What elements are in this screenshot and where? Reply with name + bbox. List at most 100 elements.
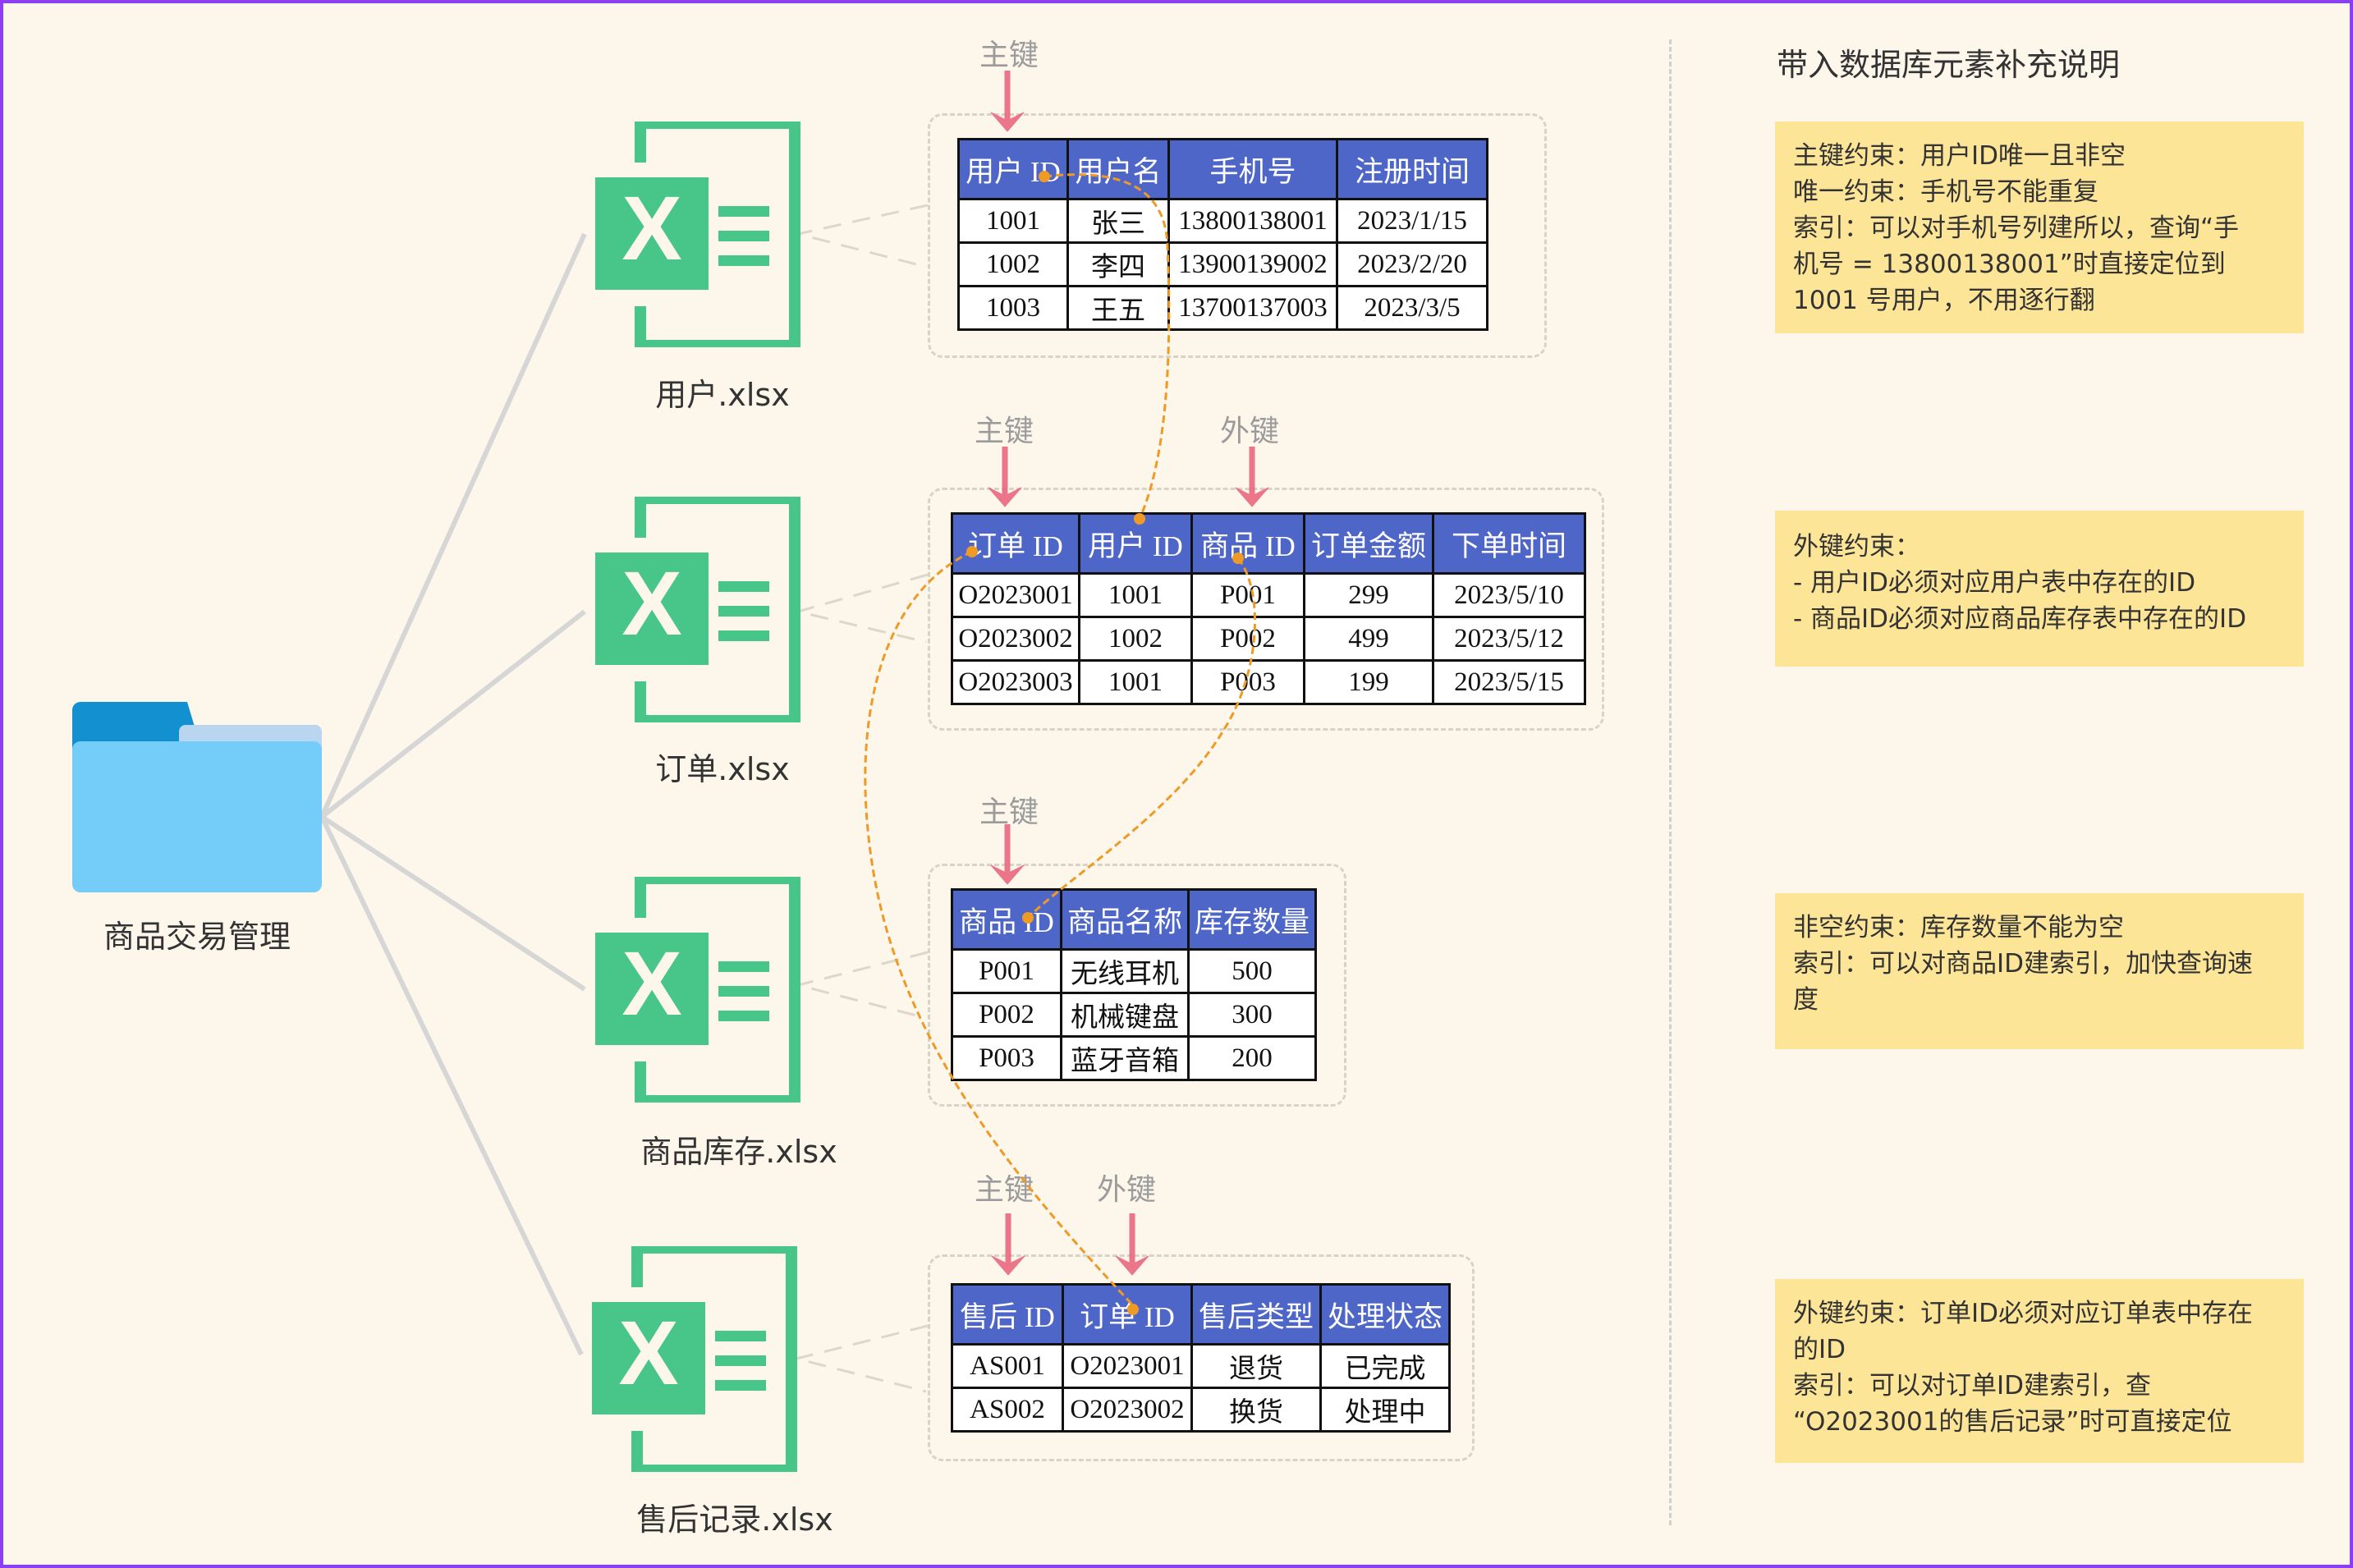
- callout-users: [797, 204, 929, 268]
- folder-label: 商品交易管理: [103, 919, 291, 955]
- primary-key-label: 主键: [975, 1173, 1034, 1207]
- column-header: 用户名: [1066, 138, 1170, 200]
- table-cell: 200: [1187, 1035, 1318, 1081]
- folder-icon[interactable]: [72, 702, 322, 892]
- excel-file-icon[interactable]: X: [592, 1242, 797, 1476]
- column-header: 商品 ID: [951, 888, 1062, 951]
- column-header: 售后类型: [1190, 1283, 1322, 1346]
- table-cell: O2023002: [1062, 1387, 1193, 1433]
- note-line: - 商品ID必须对应商品库存表中存在的ID: [1793, 604, 2247, 634]
- table-cell: P002: [1190, 616, 1305, 662]
- note-line: 外键约束：订单ID必须对应订单表中存在: [1793, 1299, 2254, 1328]
- note-line: 索引：可以对订单ID建索引，查: [1793, 1371, 2152, 1401]
- column-header: 库存数量: [1187, 888, 1318, 951]
- table-cell: 199: [1303, 659, 1434, 705]
- table-cell: 2023/2/20: [1336, 241, 1488, 287]
- foreign-key-label: 外键: [1220, 415, 1280, 448]
- svg-text:X: X: [618, 1303, 678, 1404]
- excel-file-icon[interactable]: X: [595, 117, 800, 351]
- column-header: 订单金额: [1303, 512, 1434, 575]
- table-cell: 1001: [1078, 659, 1193, 705]
- table-header-row: 用户 ID 用户名 手机号 注册时间: [957, 138, 1488, 200]
- table-cell: 300: [1187, 992, 1318, 1038]
- excel-file-icon[interactable]: X: [595, 873, 800, 1107]
- table-cell: P002: [951, 992, 1062, 1038]
- table-cell: 1001: [957, 198, 1069, 244]
- file-label-users: 用户.xlsx: [655, 377, 790, 413]
- table-cell: 已完成: [1319, 1343, 1451, 1389]
- note-line: - 用户ID必须对应用户表中存在的ID: [1793, 568, 2196, 598]
- file-label-products: 商品库存.xlsx: [640, 1134, 837, 1170]
- table-cell: 499: [1303, 616, 1434, 662]
- callout-orders: [793, 573, 929, 644]
- table-cell: 1001: [1078, 572, 1193, 618]
- branch-line-after-sales: [319, 815, 584, 1356]
- column-header: 下单时间: [1432, 512, 1586, 575]
- note-line: 度: [1793, 985, 1819, 1015]
- callout-products: [797, 951, 929, 1020]
- table-cell: O2023001: [951, 572, 1080, 618]
- note-line: 唯一约束：手机号不能重复: [1793, 177, 2098, 207]
- note-line: 主键约束：用户ID唯一且非空: [1793, 141, 2126, 171]
- table-cell: 1002: [957, 241, 1069, 287]
- table-cell: O2023001: [1062, 1343, 1193, 1389]
- svg-text:X: X: [622, 553, 681, 654]
- column-header: 处理状态: [1319, 1283, 1451, 1346]
- excel-file-icon[interactable]: X: [595, 493, 800, 727]
- table-container-users: [928, 113, 1547, 358]
- table-cell: 2023/3/5: [1336, 285, 1488, 331]
- note-after-sales: 外键约束：订单ID必须对应订单表中存在 的ID 索引：可以对订单ID建索引，查 …: [1775, 1279, 2304, 1463]
- notes-title: 带入数据库元素补充说明: [1777, 47, 2121, 83]
- callout-after-sales: [796, 1324, 929, 1393]
- table-cell: 退货: [1190, 1343, 1322, 1389]
- column-header: 售后 ID: [951, 1283, 1064, 1346]
- table-cell: 1003: [957, 285, 1069, 331]
- file-label-after-sales: 售后记录.xlsx: [636, 1502, 833, 1538]
- primary-key-label: 主键: [979, 39, 1039, 72]
- table-cell: 蓝牙音箱: [1059, 1035, 1190, 1081]
- note-line: 非空约束：库存数量不能为空: [1793, 913, 2124, 942]
- note-line: 外键约束：: [1793, 532, 1920, 562]
- table-cell: 1002: [1078, 616, 1193, 662]
- table-cell: O2023003: [951, 659, 1080, 705]
- note-line: 索引：可以对手机号列建所以，查询“手: [1793, 213, 2240, 243]
- column-header: 订单 ID: [1062, 1283, 1193, 1346]
- table-cell: P001: [951, 948, 1062, 994]
- foreign-key-label: 外键: [1097, 1173, 1157, 1207]
- table-cell: 13800138001: [1167, 198, 1338, 244]
- column-header: 用户 ID: [957, 138, 1069, 200]
- note-line: 索引：可以对商品ID建索引，加快查询速: [1793, 949, 2254, 979]
- table-cell: O2023002: [951, 616, 1080, 662]
- note-line: 1001 号用户，不用逐行翻: [1793, 286, 2095, 315]
- column-header: 订单 ID: [951, 512, 1080, 575]
- table-cell: 李四: [1066, 241, 1170, 287]
- primary-key-label: 主键: [975, 415, 1034, 448]
- table-cell: 王五: [1066, 285, 1170, 331]
- table-cell: AS002: [951, 1387, 1064, 1433]
- table-cell: 无线耳机: [1059, 948, 1190, 994]
- note-line: 机号 = 13800138001”时直接定位到: [1793, 250, 2226, 279]
- table-cell: P003: [1190, 659, 1305, 705]
- svg-text:X: X: [622, 933, 681, 1034]
- svg-text:X: X: [622, 178, 681, 279]
- branch-line-users: [319, 232, 587, 818]
- table-header-row: 订单 ID 用户 ID 商品 ID 订单金额 下单时间: [951, 512, 1586, 575]
- table-cell: 2023/5/15: [1432, 659, 1586, 705]
- column-header: 用户 ID: [1078, 512, 1193, 575]
- column-header: 商品 ID: [1190, 512, 1305, 575]
